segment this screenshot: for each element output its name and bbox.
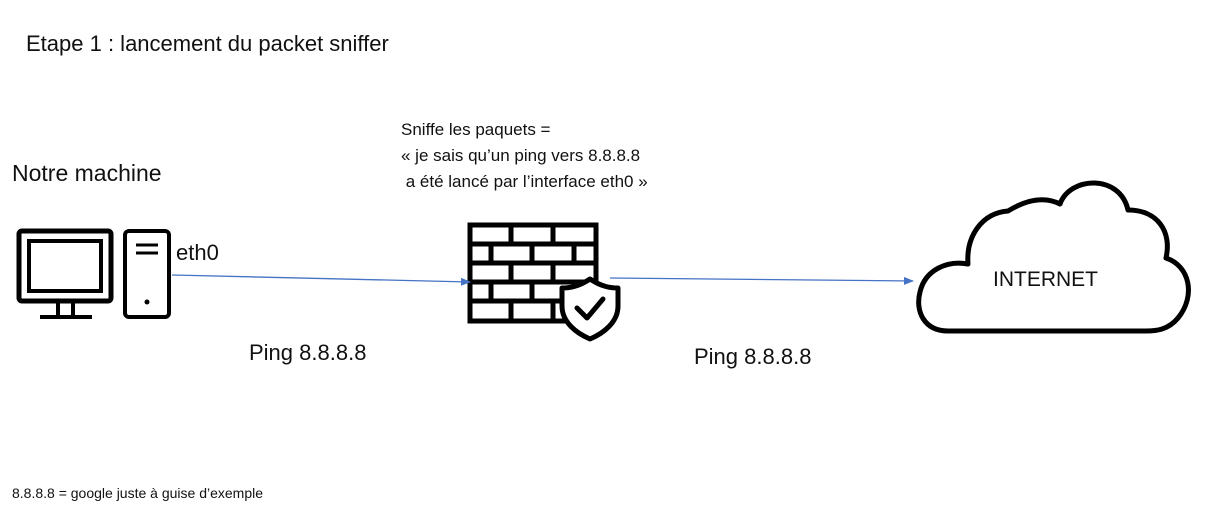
cloud-icon bbox=[916, 180, 1191, 334]
sniffer-note: Sniffe les paquets = « je sais qu’un pin… bbox=[401, 117, 648, 195]
shield-check-icon bbox=[559, 276, 621, 342]
internet-label: INTERNET bbox=[993, 268, 1098, 291]
arrow-sniffer-to-internet bbox=[609, 276, 914, 285]
sniffer-note-line: Sniffe les paquets = bbox=[401, 120, 551, 139]
pc-tower-icon bbox=[123, 229, 171, 319]
arrow-machine-to-sniffer bbox=[171, 274, 471, 286]
ping-label-sniffer-to-internet: Ping 8.8.8.8 bbox=[694, 344, 812, 369]
firewall-icon bbox=[467, 222, 599, 324]
sniffer-note-line: « je sais qu’un ping vers 8.8.8.8 bbox=[401, 146, 641, 165]
page-title: Etape 1 : lancement du packet sniffer bbox=[26, 31, 389, 56]
footnote: 8.8.8.8 = google juste à guise d’exemple bbox=[12, 485, 264, 501]
machine-label: Notre machine bbox=[12, 160, 162, 186]
computer-monitor-icon bbox=[16, 228, 114, 319]
sniffer-note-line: a été lancé par l’interface eth0 » bbox=[401, 172, 648, 191]
interface-label: eth0 bbox=[176, 240, 219, 265]
ping-label-machine-to-sniffer: Ping 8.8.8.8 bbox=[249, 340, 367, 365]
